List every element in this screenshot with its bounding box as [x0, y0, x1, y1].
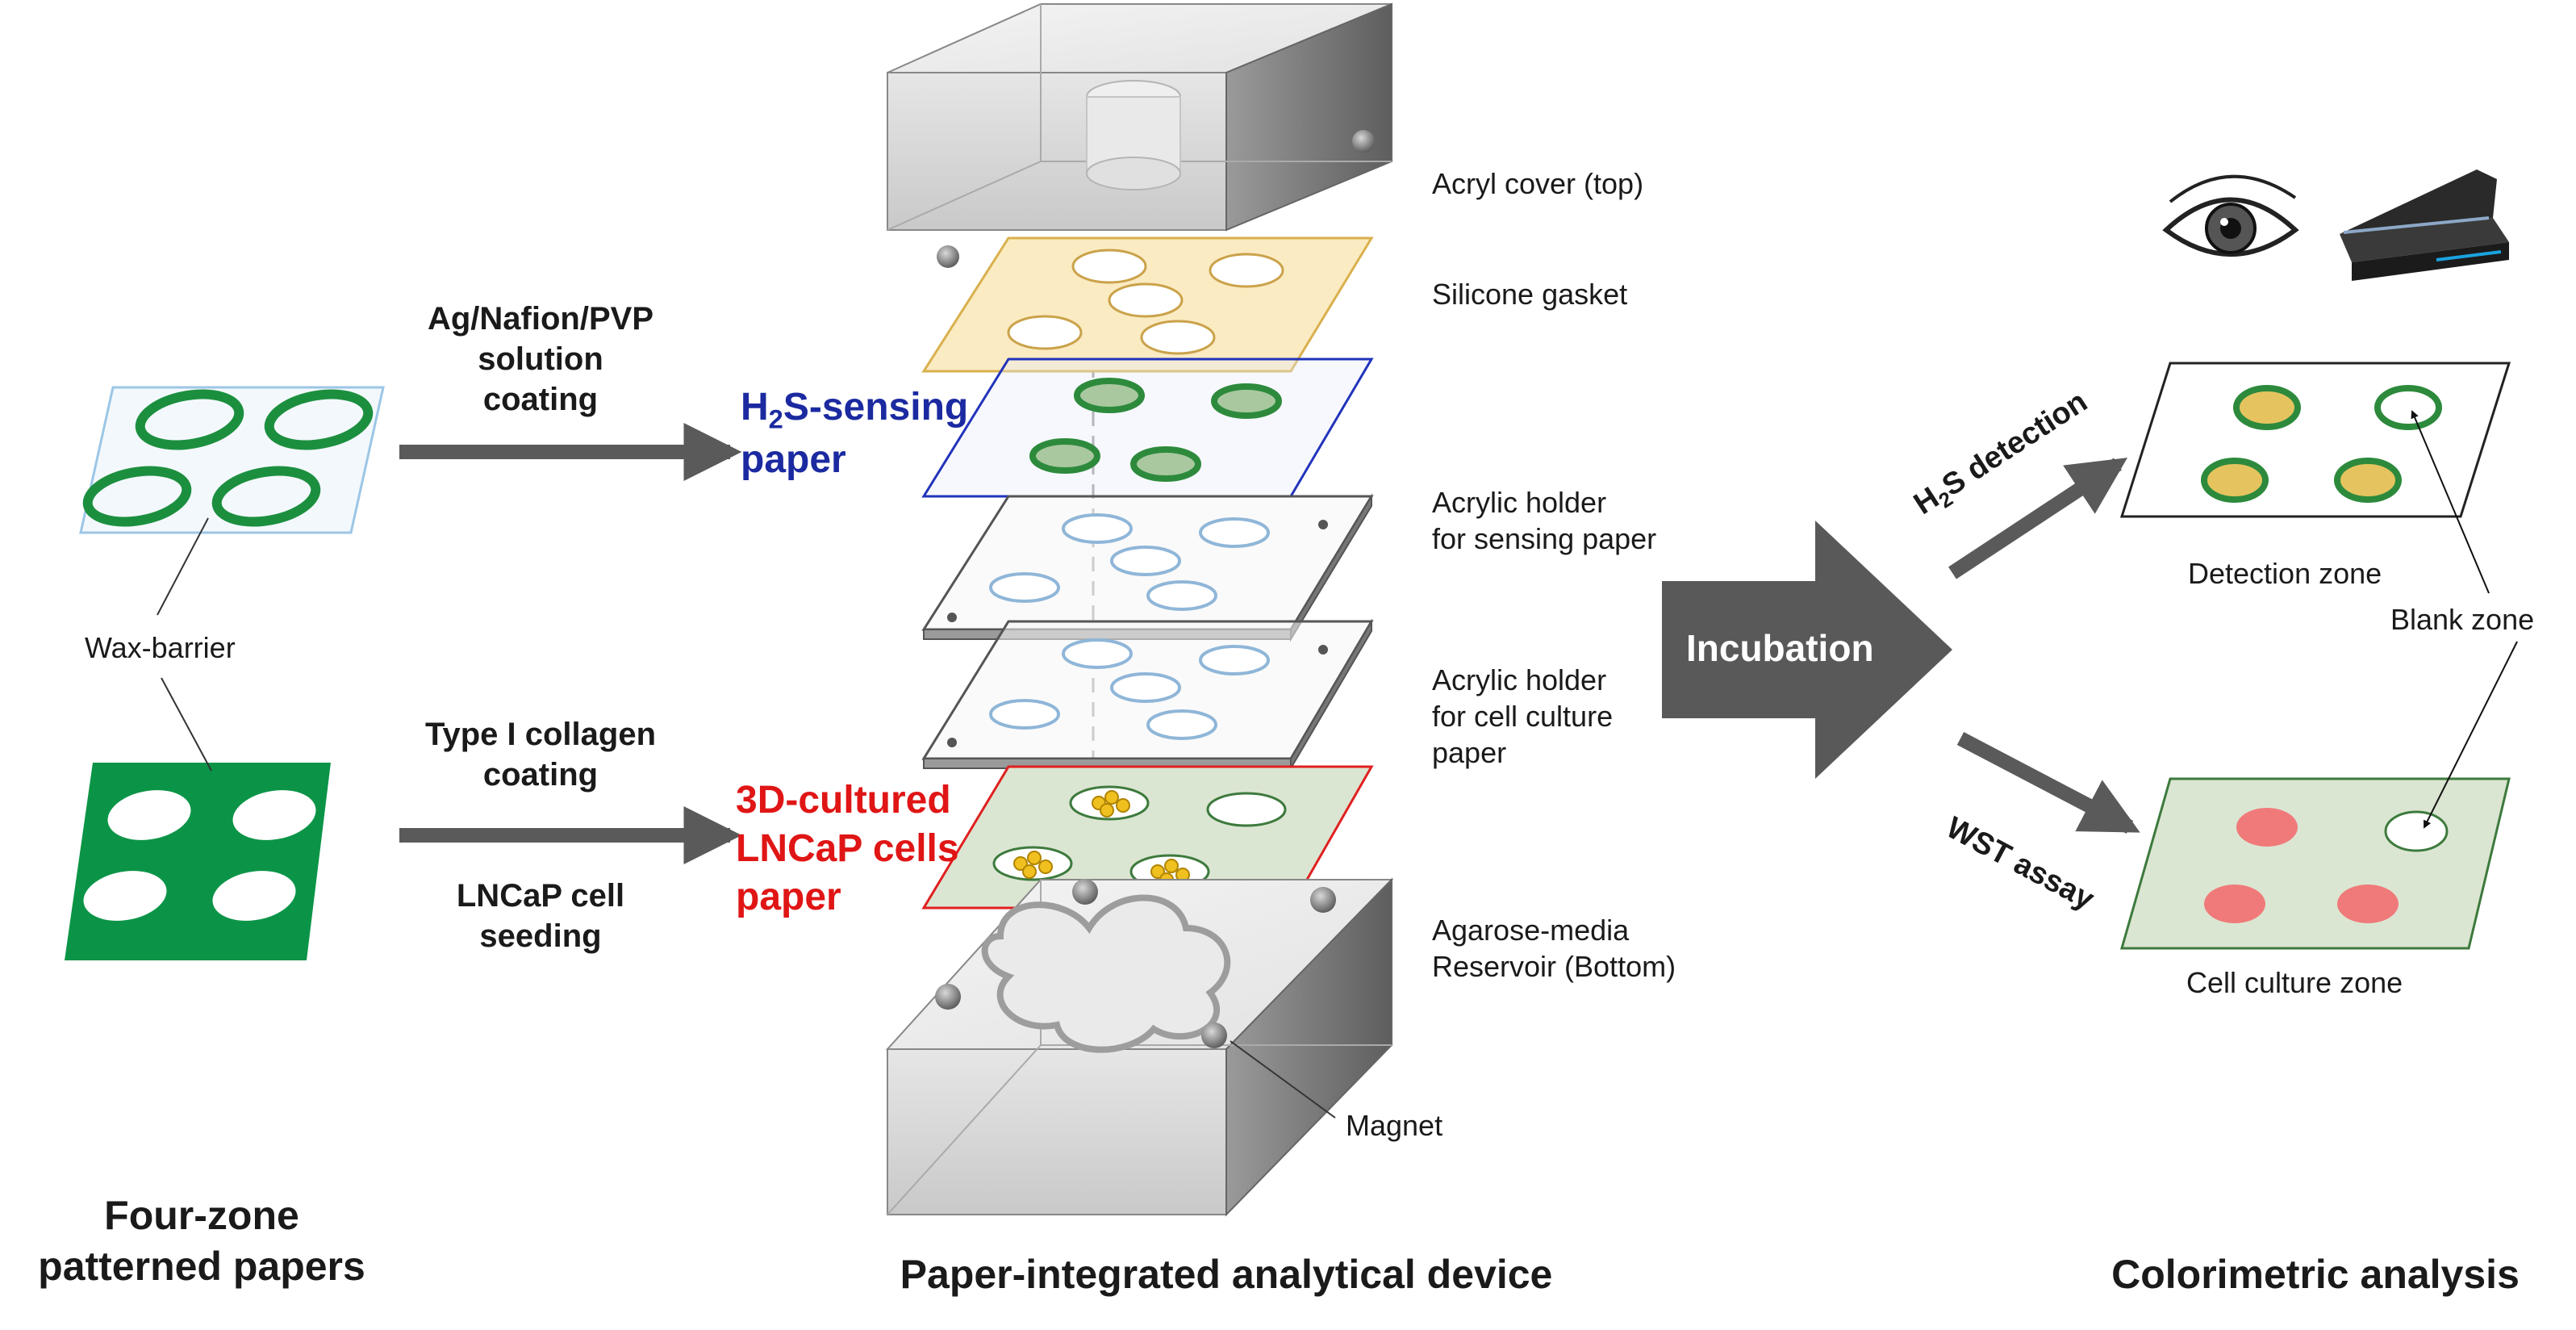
holder-sensing-line-1: Acrylic holder [1432, 486, 1607, 519]
culture-paper-label-line-3: paper [736, 876, 841, 918]
reservoir-label: Agarose-media Reservoir (Bottom) [1432, 912, 1676, 985]
culture-paper-label-line-1: 3D-cultured [736, 779, 951, 822]
sensing-paper-label: H2S-sensing paper [741, 383, 968, 484]
wax-patterned-paper [79, 386, 385, 534]
eye-icon [2162, 174, 2299, 257]
reservoir-line-1: Agarose-media [1432, 914, 1630, 947]
incubation-arrow [1662, 521, 1952, 779]
detection-zone-paper [2119, 362, 2511, 518]
reservoir-line-2: Reservoir (Bottom) [1432, 950, 1676, 983]
process-top-line-3: coating [482, 382, 599, 417]
incubation-label: Incubation [1686, 627, 1874, 669]
holder-sensing-line-2: for sensing paper [1432, 522, 1657, 555]
process-bottom-line-1: Type I collagen [425, 717, 656, 752]
process-top-line-2: solution [478, 341, 603, 377]
coating-process-label: Ag/Nafion/PVP solution coating [379, 299, 702, 420]
holder-culture-line-2: for cell culture [1432, 700, 1614, 733]
wst-assay-arrow [1956, 732, 2140, 834]
holder-culture-line-3: paper [1432, 736, 1507, 769]
sensing-paper-label-line-2: paper [741, 438, 846, 482]
holder-culture-label: Acrylic holder for cell culture paper [1432, 662, 1613, 771]
magnet-label: Magnet [1346, 1109, 1443, 1142]
h2s-sensing-paper [921, 358, 1374, 498]
lncap-cell-clusters [1013, 790, 1190, 887]
scanner-icon [2340, 169, 2509, 281]
blank-zone-leader-top [2411, 410, 2490, 594]
middle-caption: Paper-integrated analytical device [900, 1252, 1553, 1297]
left-caption-line-2: patterned papers [38, 1243, 365, 1289]
cell-culture-paper [921, 765, 1374, 910]
acryl-cover-block [887, 2, 1392, 268]
acrylic-holder-culture [921, 618, 1374, 772]
silicone-gasket-label: Silicone gasket [1432, 278, 1628, 311]
detection-zone-label: Detection zone [2188, 557, 2382, 590]
process-bottom-line-3: LNCaP cell [456, 878, 625, 914]
h2s-detection-arrow [1948, 458, 2128, 579]
wax-barrier-label: Wax-barrier [85, 631, 236, 664]
acrylic-holder-sensing [921, 493, 1374, 642]
cell-culture-zone-label: Cell culture zone [2186, 966, 2403, 999]
culture-paper-label: 3D-cultured LNCaP cells paper [736, 776, 959, 922]
sensing-paper-label-line-1: H2S-sensing [741, 386, 969, 434]
right-caption: Colorimetric analysis [2111, 1252, 2520, 1297]
collagen-process-label: Type I collagen coating [379, 714, 702, 795]
collagen-patterned-paper [65, 763, 331, 960]
silicone-gasket [921, 236, 1374, 373]
acryl-cover-label: Acryl cover (top) [1432, 167, 1644, 200]
culture-paper-label-line-2: LNCaP cells [736, 827, 959, 870]
seeding-process-label: LNCaP cell seeding [379, 876, 702, 956]
magnet-leader [1230, 1040, 1336, 1119]
blank-zone-label: Blank zone [2390, 603, 2535, 636]
process-bottom-line-4: seeding [479, 918, 602, 954]
process-bottom-line-2: coating [482, 757, 599, 793]
holder-sensing-label: Acrylic holder for sensing paper [1432, 484, 1656, 557]
left-caption: Four-zone patterned papers [0, 1190, 403, 1291]
process-top-line-1: Ag/Nafion/PVP [427, 301, 654, 337]
holder-culture-line-1: Acrylic holder [1432, 663, 1607, 696]
blank-zone-leader-bottom [2424, 641, 2518, 829]
reservoir-block [885, 877, 1394, 1217]
cell-culture-zone-paper [2120, 777, 2511, 950]
left-caption-line-1: Four-zone [104, 1193, 299, 1238]
wax-barrier-leaders [157, 517, 212, 772]
